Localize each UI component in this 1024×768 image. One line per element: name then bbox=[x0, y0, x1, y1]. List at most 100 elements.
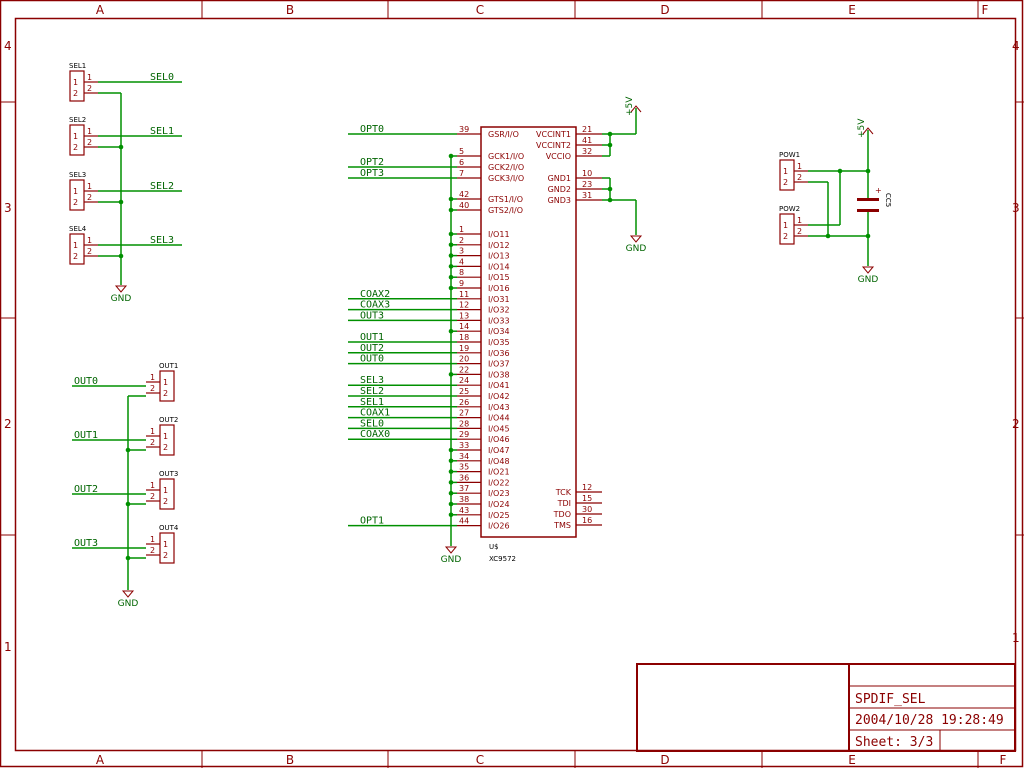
ic-pin-number: 43 bbox=[459, 506, 469, 515]
col-label-top: E bbox=[848, 3, 856, 17]
connector-name: SEL3 bbox=[69, 171, 86, 179]
net-label: SEL0 bbox=[150, 72, 174, 83]
ic-pin-number: 33 bbox=[459, 441, 469, 450]
connector-name: SEL1 bbox=[69, 62, 86, 70]
ground-symbol bbox=[114, 285, 128, 293]
ground-label: GND bbox=[626, 244, 647, 254]
ic-pin-number: 35 bbox=[459, 463, 469, 472]
ic-pin-name: I/O35 bbox=[488, 338, 510, 347]
net-label: COAX2 bbox=[360, 289, 390, 300]
ic-pin-number: 2 bbox=[459, 236, 464, 245]
capacitor-plate bbox=[857, 209, 879, 212]
connector-name: POW1 bbox=[779, 151, 800, 159]
row-label-left: 1 bbox=[4, 640, 12, 654]
ic-pin-number: 28 bbox=[459, 419, 469, 428]
ic-pin-name: I/O34 bbox=[488, 327, 510, 336]
vcc-arrow-symbol bbox=[862, 127, 874, 135]
pin-number: 1 bbox=[73, 187, 78, 196]
net-label: SEL3 bbox=[360, 375, 384, 386]
col-label-bottom: D bbox=[660, 753, 669, 767]
out-connectors: OUT11212OUT0OUT21212OUT1OUT31212OUT2OUT4… bbox=[72, 362, 179, 609]
pin-number-outer: 2 bbox=[150, 438, 155, 447]
pin-number-outer: 1 bbox=[87, 73, 92, 82]
connector-body bbox=[779, 213, 795, 245]
col-label-bottom: B bbox=[286, 753, 294, 767]
row-label-right: 3 bbox=[1012, 201, 1020, 215]
ic-pin-number: 37 bbox=[459, 484, 469, 493]
connector-name: SEL2 bbox=[69, 116, 86, 124]
connector-body bbox=[69, 70, 85, 102]
connector-body bbox=[69, 179, 85, 211]
connector-name: SEL4 bbox=[69, 225, 87, 233]
ic-pin-name: I/O46 bbox=[488, 435, 510, 444]
ic-pin-number: 4 bbox=[459, 257, 464, 266]
ic-pin-number: 13 bbox=[459, 311, 469, 320]
ic-pin-name: GCK1/I/O bbox=[488, 152, 524, 161]
capacitor-polarity: + bbox=[875, 186, 882, 195]
ic-pin-number: 22 bbox=[459, 365, 469, 374]
net-label: OUT0 bbox=[74, 376, 98, 387]
ic-pin-number: 41 bbox=[582, 136, 592, 145]
vcc-label: +5V bbox=[857, 118, 867, 138]
ic-pin-name: GND2 bbox=[548, 185, 571, 194]
ic-pin-name: I/O44 bbox=[488, 414, 510, 423]
ic-pin-number: 3 bbox=[459, 247, 464, 256]
pin-number-outer: 2 bbox=[150, 546, 155, 555]
col-label-top: A bbox=[96, 3, 105, 17]
net-label: OPT1 bbox=[360, 516, 384, 527]
ic-pin-number: 21 bbox=[582, 125, 592, 134]
title-block: SPDIF_SEL 2004/10/28 19:28:49 Sheet: 3/3 bbox=[636, 663, 1016, 752]
ic-pin-number: 39 bbox=[459, 125, 469, 134]
ic-pin-number: 36 bbox=[459, 473, 469, 482]
net-label: OUT2 bbox=[74, 484, 98, 495]
pin-number-outer: 2 bbox=[87, 138, 92, 147]
row-label-right: 2 bbox=[1012, 417, 1020, 431]
pin-number: 2 bbox=[73, 89, 78, 98]
ic-pin-name: GTS2/I/O bbox=[488, 206, 523, 215]
pin-number-outer: 1 bbox=[150, 481, 155, 490]
ic-pin-name: I/O24 bbox=[488, 500, 510, 509]
ic-pin-name: I/O26 bbox=[488, 522, 510, 531]
ic-pin-name: I/O43 bbox=[488, 403, 510, 412]
pin-number: 2 bbox=[163, 497, 168, 506]
pin-number: 1 bbox=[163, 540, 168, 549]
connector-body bbox=[69, 233, 85, 265]
pin-number-outer: 1 bbox=[87, 182, 92, 191]
pin-number-outer: 2 bbox=[87, 247, 92, 256]
ic-pin-number: 19 bbox=[459, 344, 469, 353]
connector-name: OUT1 bbox=[159, 362, 178, 370]
pin-number: 2 bbox=[163, 551, 168, 560]
ground-symbol bbox=[444, 546, 458, 554]
junction-dot bbox=[837, 168, 843, 174]
net-label: OUT3 bbox=[74, 538, 98, 549]
connector-body bbox=[159, 424, 175, 456]
net-label: SEL2 bbox=[360, 386, 384, 397]
ground-symbol bbox=[861, 266, 875, 274]
col-label-top: F bbox=[982, 3, 989, 17]
ground-label: GND bbox=[858, 275, 879, 285]
pin-number: 1 bbox=[783, 167, 788, 176]
ic-pin-name: GCK2/I/O bbox=[488, 163, 524, 172]
pin-number-outer: 1 bbox=[150, 427, 155, 436]
pin-number: 1 bbox=[163, 378, 168, 387]
ic-pin-number: 9 bbox=[459, 279, 464, 288]
ic-pin-name: I/O11 bbox=[488, 230, 510, 239]
ic-pin-name: TDI bbox=[557, 499, 571, 508]
sel-connectors: SEL11212SEL0SEL21212SEL1SEL31212SEL2SEL4… bbox=[69, 62, 182, 304]
connector-name: OUT4 bbox=[159, 524, 179, 532]
col-label-bottom: E bbox=[848, 753, 856, 767]
net-label: COAX1 bbox=[360, 408, 390, 419]
row-label-left: 4 bbox=[4, 39, 12, 53]
ic-pin-name: TCK bbox=[555, 488, 572, 497]
ic-pin-name: VCCIO bbox=[546, 152, 571, 161]
connector-body bbox=[159, 478, 175, 510]
ic-pin-name: GCK3/I/O bbox=[488, 174, 524, 183]
pin-number: 1 bbox=[163, 486, 168, 495]
net-label: OPT2 bbox=[360, 157, 384, 168]
junction-dot bbox=[607, 186, 613, 192]
ic-pin-name: I/O33 bbox=[488, 316, 510, 325]
col-label-bottom: A bbox=[96, 753, 105, 767]
ic-pin-number: 7 bbox=[459, 169, 464, 178]
ic-value: XC9572 bbox=[489, 555, 516, 563]
pin-number: 2 bbox=[73, 252, 78, 261]
